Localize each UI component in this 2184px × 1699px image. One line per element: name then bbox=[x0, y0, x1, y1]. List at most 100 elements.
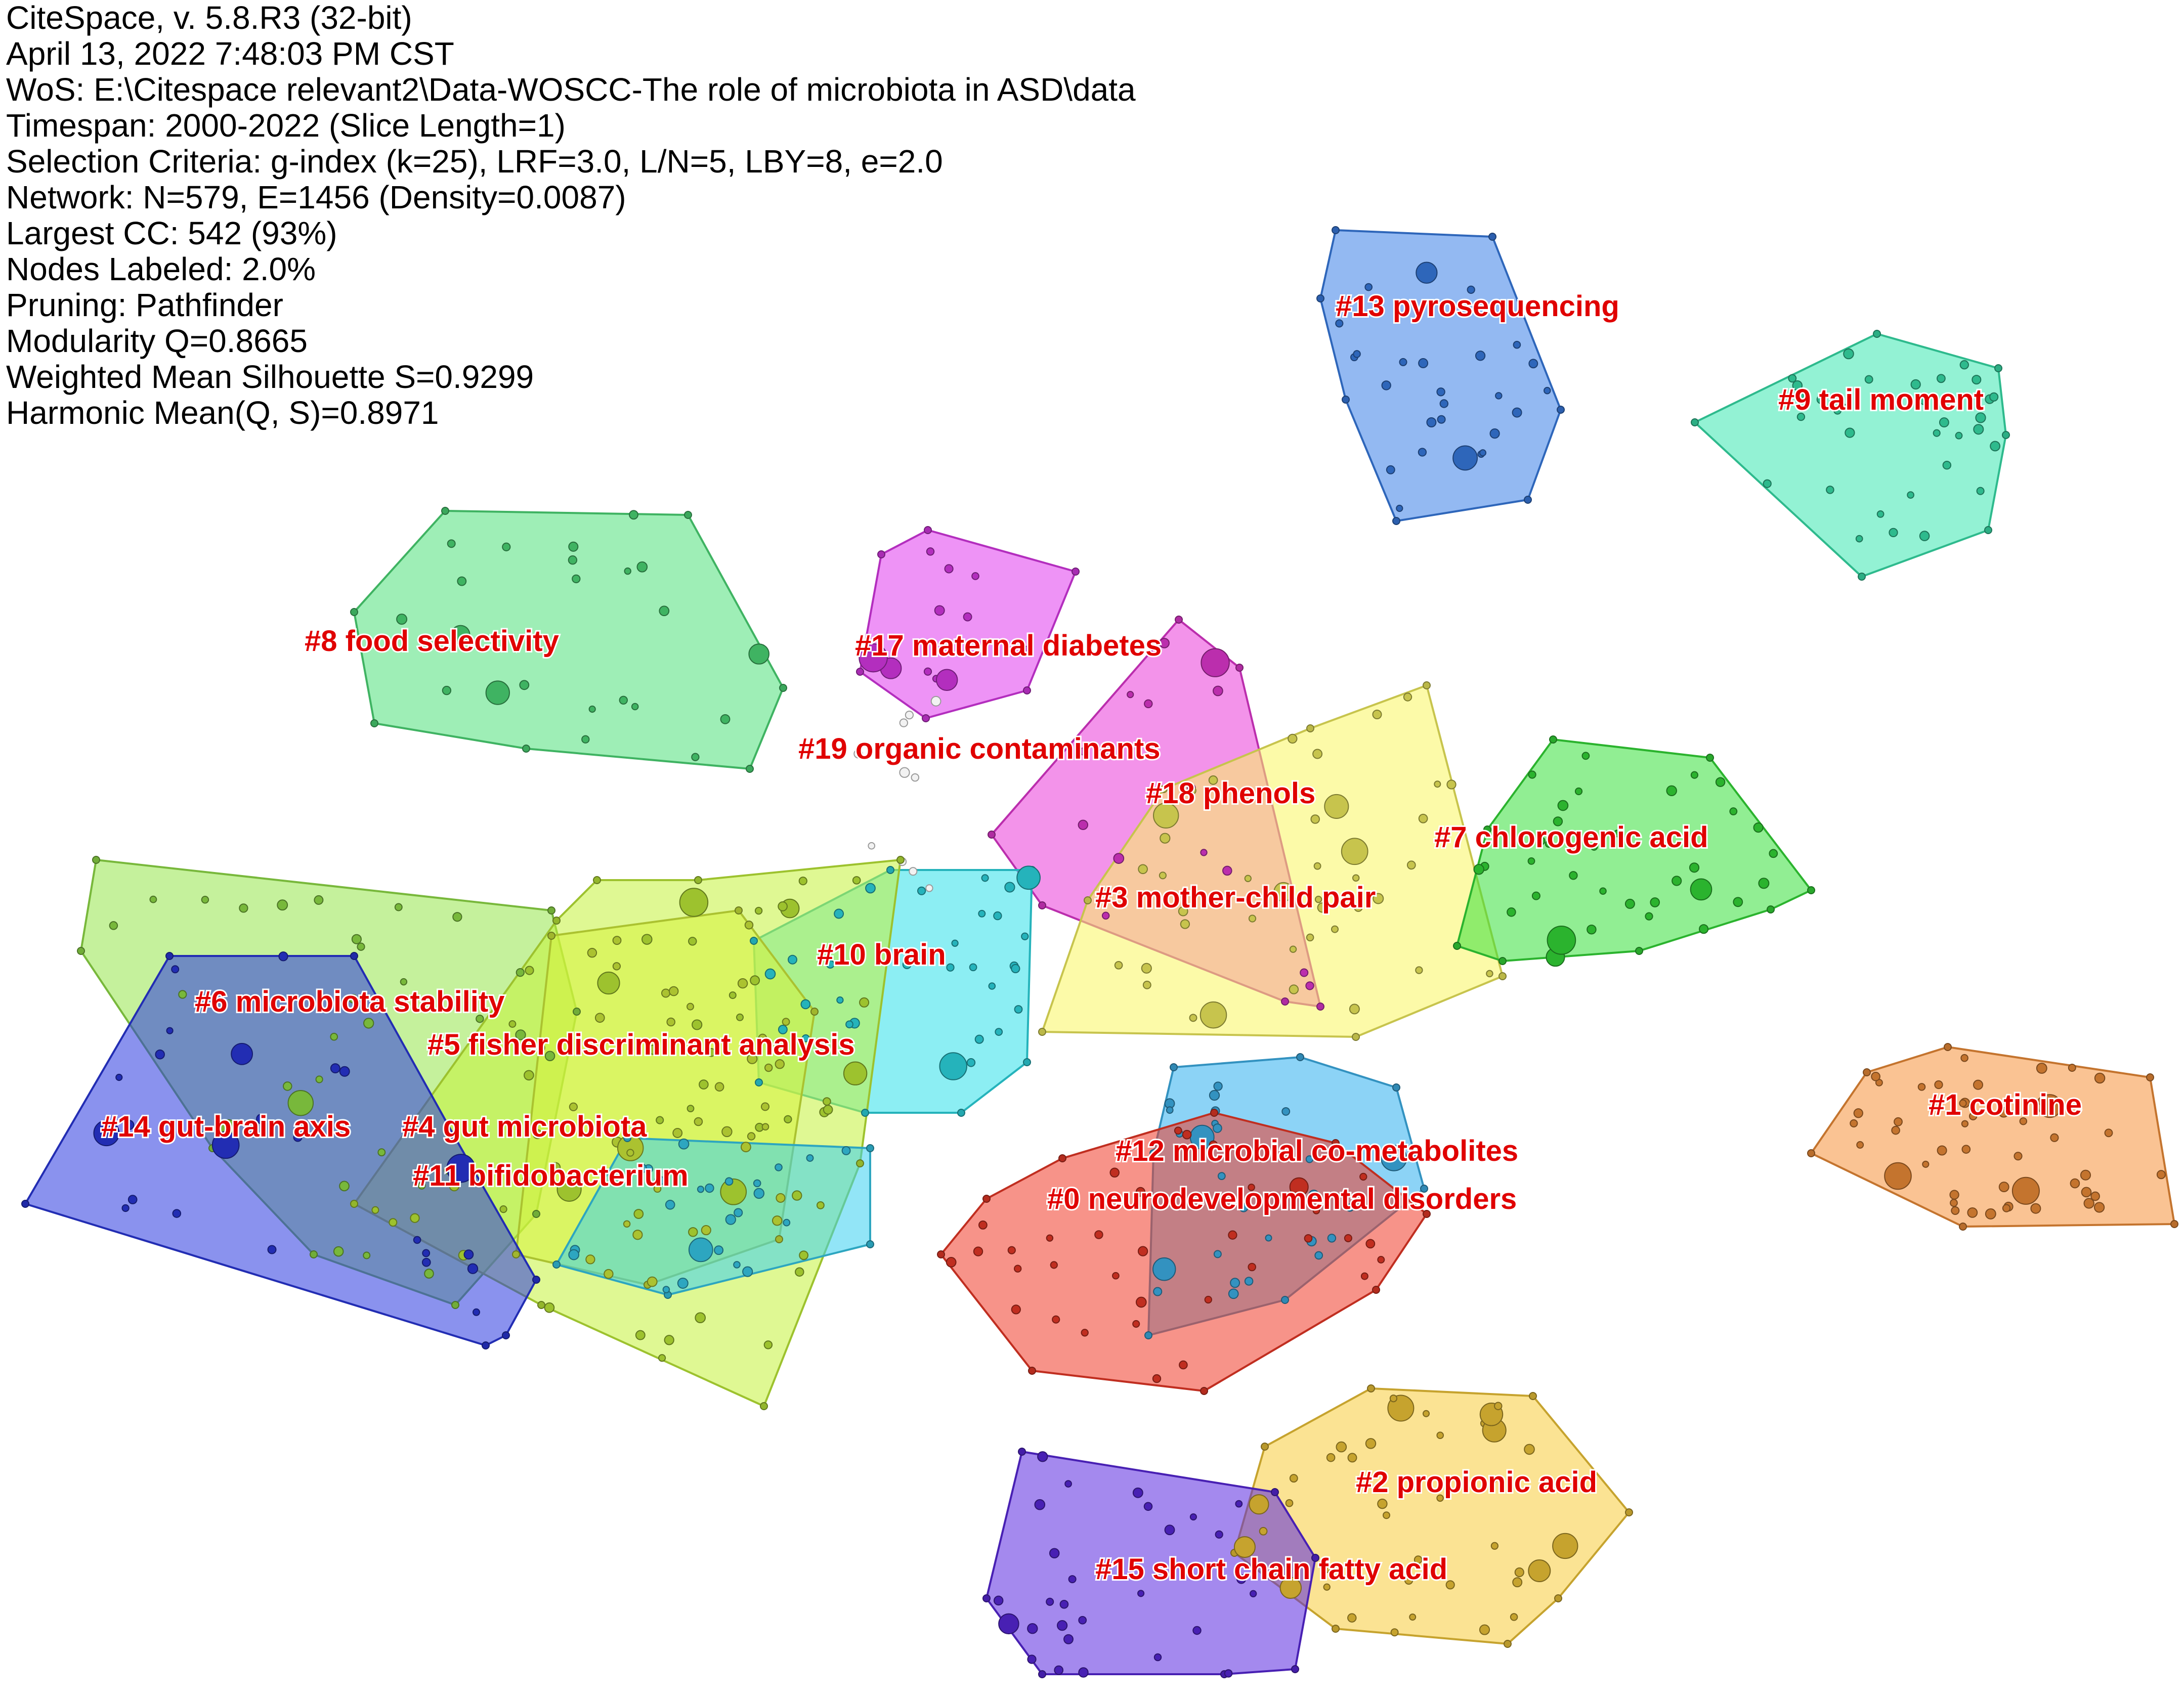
node-cluster-9[interactable] bbox=[1955, 431, 1963, 440]
node-cluster-11[interactable] bbox=[733, 1261, 741, 1269]
node-cluster-3[interactable] bbox=[1244, 875, 1252, 882]
node-cluster-0[interactable] bbox=[1135, 1187, 1146, 1197]
node-cluster-4[interactable] bbox=[701, 1225, 711, 1236]
node-cluster-0[interactable] bbox=[1228, 1230, 1237, 1240]
node-cluster-1[interactable] bbox=[1961, 1120, 1969, 1127]
node-cluster-9[interactable] bbox=[1959, 360, 1969, 370]
node-cluster-3[interactable] bbox=[1178, 906, 1188, 917]
node-cluster-10[interactable] bbox=[995, 1028, 1003, 1036]
node-cluster-18[interactable] bbox=[1201, 648, 1230, 677]
node-cluster-1[interactable] bbox=[1853, 1108, 1863, 1118]
node-cluster-0[interactable] bbox=[1360, 1272, 1368, 1280]
node-cluster-15[interactable] bbox=[1078, 1616, 1087, 1625]
node-cluster-6[interactable] bbox=[92, 856, 100, 864]
node-cluster-0[interactable] bbox=[1050, 1261, 1058, 1269]
node-cluster-3[interactable] bbox=[1114, 961, 1123, 970]
node-cluster-8[interactable] bbox=[568, 541, 579, 552]
node-cluster-1[interactable] bbox=[1807, 1149, 1815, 1157]
node-cluster-11[interactable] bbox=[753, 1188, 765, 1199]
node-cluster-10[interactable] bbox=[800, 999, 811, 1010]
node-cluster-18[interactable] bbox=[1281, 997, 1289, 1006]
node-cluster-15[interactable] bbox=[1037, 1451, 1048, 1462]
node-cluster-4[interactable] bbox=[587, 947, 597, 958]
node-cluster-1[interactable] bbox=[2094, 1072, 2106, 1084]
node-cluster-5[interactable] bbox=[499, 1205, 507, 1213]
node-cluster-5[interactable] bbox=[633, 1209, 644, 1219]
node-cluster-2[interactable] bbox=[1510, 1613, 1518, 1621]
node-cluster-1[interactable] bbox=[1959, 1099, 1967, 1107]
node-cluster-9[interactable] bbox=[1873, 330, 1881, 338]
node-cluster-8[interactable] bbox=[581, 735, 590, 744]
node-cluster-7[interactable] bbox=[1507, 907, 1516, 917]
node-cluster-7[interactable] bbox=[1699, 924, 1709, 934]
node-cluster-13[interactable] bbox=[1452, 445, 1478, 471]
node-cluster-10[interactable] bbox=[764, 968, 776, 980]
node-cluster-9[interactable] bbox=[1845, 427, 1855, 438]
node-cluster-6[interactable] bbox=[315, 1075, 323, 1083]
node-cluster-13[interactable] bbox=[1396, 504, 1403, 512]
node-cluster-8[interactable] bbox=[624, 567, 631, 575]
node-cluster-5[interactable] bbox=[707, 1048, 716, 1057]
node-cluster-4[interactable] bbox=[585, 1254, 595, 1265]
cluster-label-13[interactable]: #13 pyrosequencing bbox=[1334, 288, 1621, 324]
node-cluster-17[interactable] bbox=[856, 668, 864, 676]
node-cluster-2[interactable] bbox=[1390, 1628, 1399, 1637]
node-cluster-15[interactable] bbox=[1224, 1669, 1233, 1678]
node-cluster-9[interactable] bbox=[1976, 487, 1985, 495]
node-cluster-14[interactable] bbox=[21, 1200, 29, 1208]
node-cluster-1[interactable] bbox=[2070, 1178, 2080, 1189]
node-cluster-17[interactable] bbox=[922, 714, 930, 722]
node-cluster-15[interactable] bbox=[1236, 1574, 1247, 1584]
node-cluster-2[interactable] bbox=[1367, 1384, 1375, 1392]
node-cluster-4[interactable] bbox=[668, 986, 679, 996]
cluster-label-9[interactable]: #9 tail moment bbox=[1777, 382, 1985, 418]
node-cluster-11[interactable] bbox=[654, 1175, 665, 1186]
node-cluster-9[interactable] bbox=[1994, 364, 2002, 372]
node-cluster-10[interactable] bbox=[957, 1109, 965, 1117]
node-cluster-6[interactable] bbox=[348, 994, 358, 1004]
node-cluster-9[interactable] bbox=[1840, 404, 1848, 411]
node-cluster-3[interactable] bbox=[1349, 1004, 1360, 1015]
node-cluster-11[interactable] bbox=[678, 1138, 690, 1150]
node-cluster-5[interactable] bbox=[695, 1312, 706, 1324]
node-cluster-3[interactable] bbox=[1314, 895, 1322, 903]
node-cluster-13[interactable] bbox=[1524, 496, 1532, 504]
node-cluster-9[interactable] bbox=[1910, 379, 1921, 390]
node-cluster-15[interactable] bbox=[1034, 1499, 1046, 1510]
node-cluster-4[interactable] bbox=[522, 1174, 531, 1184]
cluster-label-14[interactable]: #14 gut-brain axis bbox=[100, 1109, 352, 1145]
cluster-label-0[interactable]: #0 neurodevelopmental disorders bbox=[1046, 1181, 1518, 1217]
node-cluster-3[interactable] bbox=[1200, 1001, 1227, 1029]
node-cluster-11[interactable] bbox=[841, 1146, 851, 1155]
node-cluster-19[interactable] bbox=[905, 710, 914, 720]
node-cluster-9[interactable] bbox=[1864, 375, 1873, 384]
node-cluster-9[interactable] bbox=[1858, 573, 1866, 581]
node-cluster-10[interactable] bbox=[939, 1052, 967, 1080]
node-cluster-15[interactable] bbox=[1143, 1502, 1153, 1511]
node-cluster-3[interactable] bbox=[1189, 1014, 1197, 1022]
node-cluster-12[interactable] bbox=[1166, 1106, 1174, 1114]
node-cluster-11[interactable] bbox=[724, 1177, 734, 1186]
node-cluster-11[interactable] bbox=[568, 1249, 580, 1260]
node-cluster-18[interactable] bbox=[1300, 968, 1309, 977]
node-cluster-4[interactable] bbox=[714, 1082, 724, 1092]
node-cluster-8[interactable] bbox=[588, 705, 596, 713]
node-cluster-3[interactable] bbox=[1208, 775, 1218, 785]
node-cluster-5[interactable] bbox=[552, 917, 561, 925]
node-cluster-15[interactable] bbox=[1235, 1500, 1243, 1508]
node-cluster-8[interactable] bbox=[568, 555, 578, 565]
node-cluster-15[interactable] bbox=[1064, 1480, 1072, 1488]
node-cluster-1[interactable] bbox=[1884, 1162, 1912, 1190]
node-cluster-6[interactable] bbox=[77, 947, 85, 955]
node-cluster-11[interactable] bbox=[753, 1179, 761, 1188]
node-cluster-7[interactable] bbox=[1690, 771, 1698, 779]
node-cluster-6[interactable] bbox=[109, 921, 118, 930]
node-cluster-0[interactable] bbox=[937, 1250, 945, 1258]
node-cluster-17[interactable] bbox=[923, 667, 932, 676]
node-cluster-3[interactable] bbox=[1498, 972, 1507, 980]
node-cluster-9[interactable] bbox=[1855, 535, 1863, 543]
node-cluster-8[interactable] bbox=[502, 542, 511, 551]
node-cluster-9[interactable] bbox=[1989, 392, 1999, 402]
node-cluster-0[interactable] bbox=[1204, 1295, 1212, 1304]
node-cluster-12[interactable] bbox=[1381, 1145, 1407, 1171]
